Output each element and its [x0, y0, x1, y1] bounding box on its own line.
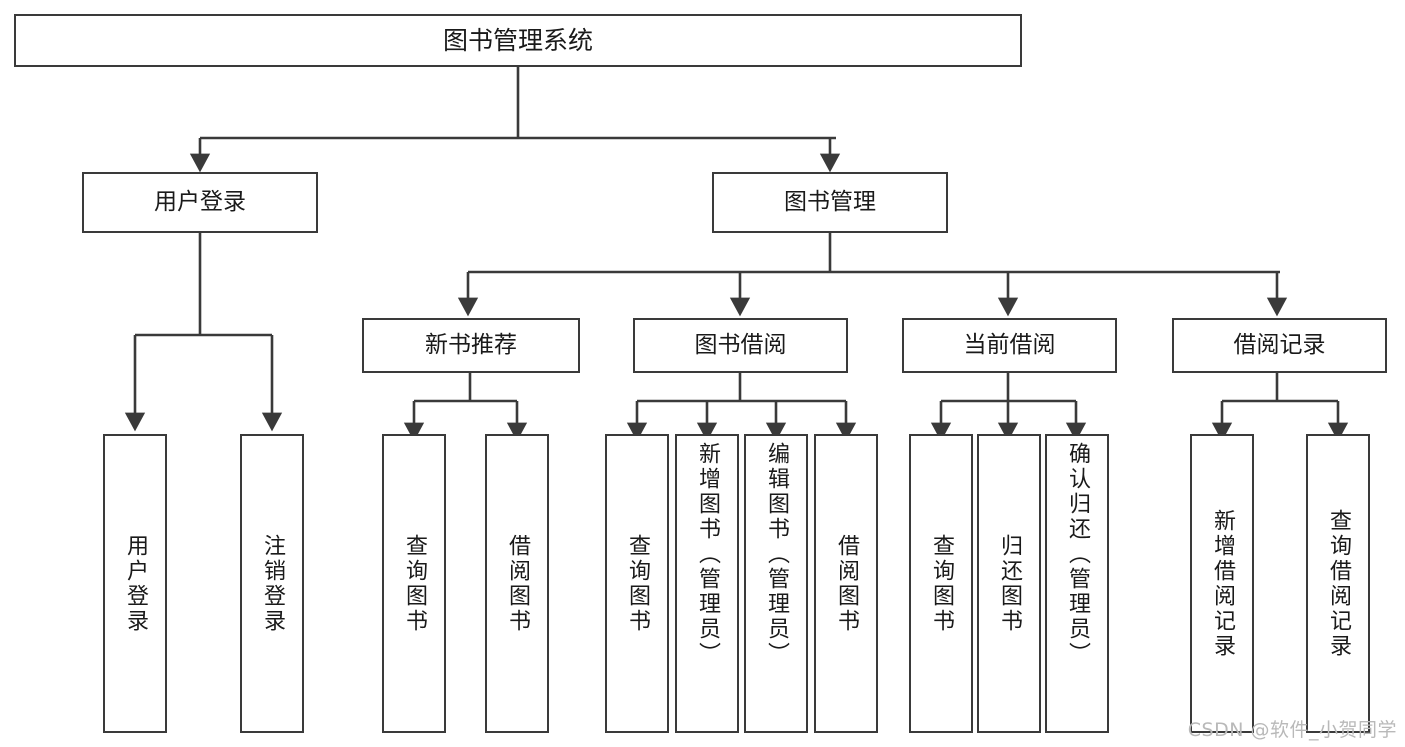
node-user-login[interactable]: 用户登录	[82, 172, 318, 233]
node-root-book-management-system[interactable]: 图书管理系统	[14, 14, 1022, 67]
node-label: 确认归还（管理员）	[1065, 442, 1090, 667]
node-label: 借阅图书	[505, 533, 530, 634]
node-label: 用户登录	[154, 188, 246, 215]
node-label: 查询图书	[402, 533, 427, 634]
node-label: 归还图书	[997, 533, 1022, 634]
node-label: 注销登录	[260, 533, 285, 634]
leaf-borrow-record-query-record[interactable]: 查询借阅记录	[1306, 434, 1370, 733]
leaf-current-borrow-return-book[interactable]: 归还图书	[977, 434, 1041, 733]
leaf-borrow-record-add-record[interactable]: 新增借阅记录	[1190, 434, 1254, 733]
leaf-book-borrow-query-book[interactable]: 查询图书	[605, 434, 669, 733]
leaf-book-borrow-add-book-admin[interactable]: 新增图书（管理员）	[675, 434, 739, 733]
node-new-book-recommend[interactable]: 新书推荐	[362, 318, 580, 373]
leaf-book-borrow-borrow-book[interactable]: 借阅图书	[814, 434, 878, 733]
node-borrow-record[interactable]: 借阅记录	[1172, 318, 1387, 373]
node-label: 查询图书	[929, 533, 954, 634]
node-label: 编辑图书（管理员）	[764, 442, 789, 667]
leaf-new-book-borrow-book[interactable]: 借阅图书	[485, 434, 549, 733]
leaf-user-login-logout[interactable]: 注销登录	[240, 434, 304, 733]
leaf-book-borrow-edit-book-admin[interactable]: 编辑图书（管理员）	[744, 434, 808, 733]
csdn-watermark: CSDN @软件_小贺同学	[1187, 719, 1397, 741]
leaf-current-borrow-confirm-return-admin[interactable]: 确认归还（管理员）	[1045, 434, 1109, 733]
node-label: 查询借阅记录	[1326, 508, 1351, 659]
node-label: 新增借阅记录	[1210, 508, 1235, 659]
node-book-management[interactable]: 图书管理	[712, 172, 948, 233]
node-book-borrow[interactable]: 图书借阅	[633, 318, 848, 373]
leaf-user-login-login[interactable]: 用户登录	[103, 434, 167, 733]
node-label: 借阅记录	[1233, 331, 1326, 358]
leaf-new-book-query-book[interactable]: 查询图书	[382, 434, 446, 733]
node-label: 图书管理	[784, 188, 876, 215]
node-label: 图书借阅	[694, 331, 787, 358]
node-label: 查询图书	[625, 533, 650, 634]
node-label: 当前借阅	[963, 331, 1056, 358]
node-label: 新增图书（管理员）	[695, 442, 720, 667]
node-label: 新书推荐	[425, 331, 517, 358]
node-label: 借阅图书	[834, 533, 859, 634]
node-label: 图书管理系统	[442, 25, 593, 55]
node-current-borrow[interactable]: 当前借阅	[902, 318, 1117, 373]
node-label: 用户登录	[123, 533, 148, 634]
leaf-current-borrow-query-book[interactable]: 查询图书	[909, 434, 973, 733]
